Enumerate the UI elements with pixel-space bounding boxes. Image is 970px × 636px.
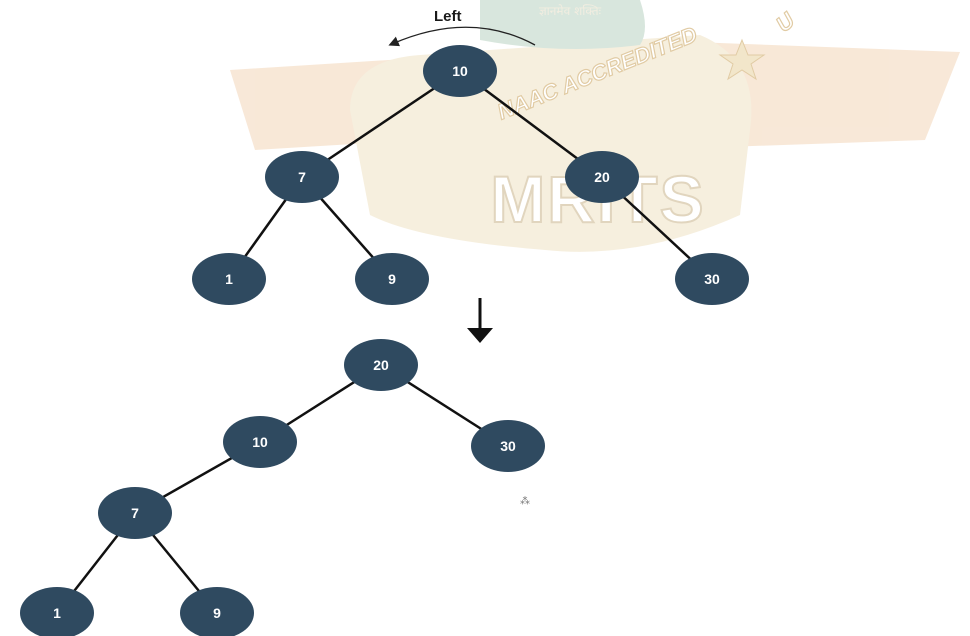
node-circle [180, 587, 254, 636]
node-circle [355, 253, 429, 305]
node-value: 9 [213, 605, 221, 621]
down-arrow-icon [467, 298, 493, 343]
node-value: 20 [373, 357, 389, 373]
node-value: 10 [452, 63, 468, 79]
node-circle [20, 587, 94, 636]
tree-node-1: 1 [20, 587, 94, 636]
watermark-corner-letter: U [771, 7, 800, 37]
tree-node-7: 7 [265, 151, 339, 203]
node-value: 7 [298, 169, 306, 185]
tree-node-9: 9 [180, 587, 254, 636]
tree-node-1: 1 [192, 253, 266, 305]
tree-node-10: 10 [423, 45, 497, 97]
tree-node-20: 20 [565, 151, 639, 203]
tree-node-7: 7 [98, 487, 172, 539]
watermark-logo: ज्ञानमेव शक्तिः NAAC ACCREDITED U MRITS [230, 0, 960, 252]
node-circle [265, 151, 339, 203]
node-circle [223, 416, 297, 468]
tree-node-9: 9 [355, 253, 429, 305]
node-circle [565, 151, 639, 203]
node-value: 9 [388, 271, 396, 287]
node-value: 30 [500, 438, 516, 454]
node-value: 20 [594, 169, 610, 185]
node-circle [192, 253, 266, 305]
tree-node-30: 30 [675, 253, 749, 305]
node-value: 1 [225, 271, 233, 287]
tree-node-10: 10 [223, 416, 297, 468]
node-circle [344, 339, 418, 391]
node-circle [98, 487, 172, 539]
watermark-seal-top [480, 0, 645, 49]
rotation-arrow-icon [388, 26, 536, 47]
node-value: 1 [53, 605, 61, 621]
tree-after-rotation: 20 10 30 7 1 9 [20, 339, 545, 636]
tree-node-30: 30 [471, 420, 545, 472]
watermark-star [718, 38, 766, 81]
tree-node-20: 20 [344, 339, 418, 391]
node-circle [423, 45, 497, 97]
tree-before-rotation: 10 7 20 1 9 30 [192, 45, 749, 305]
left-rotation-indicator: Left [388, 8, 536, 47]
watermark-motto: ज्ञानमेव शक्तिः [539, 4, 602, 18]
node-circle [471, 420, 545, 472]
node-value: 30 [704, 271, 720, 287]
node-circle [675, 253, 749, 305]
node-value: 7 [131, 505, 139, 521]
rotation-label: Left [434, 8, 462, 25]
stray-mark: ⁂ [520, 495, 530, 507]
node-value: 10 [252, 434, 268, 450]
